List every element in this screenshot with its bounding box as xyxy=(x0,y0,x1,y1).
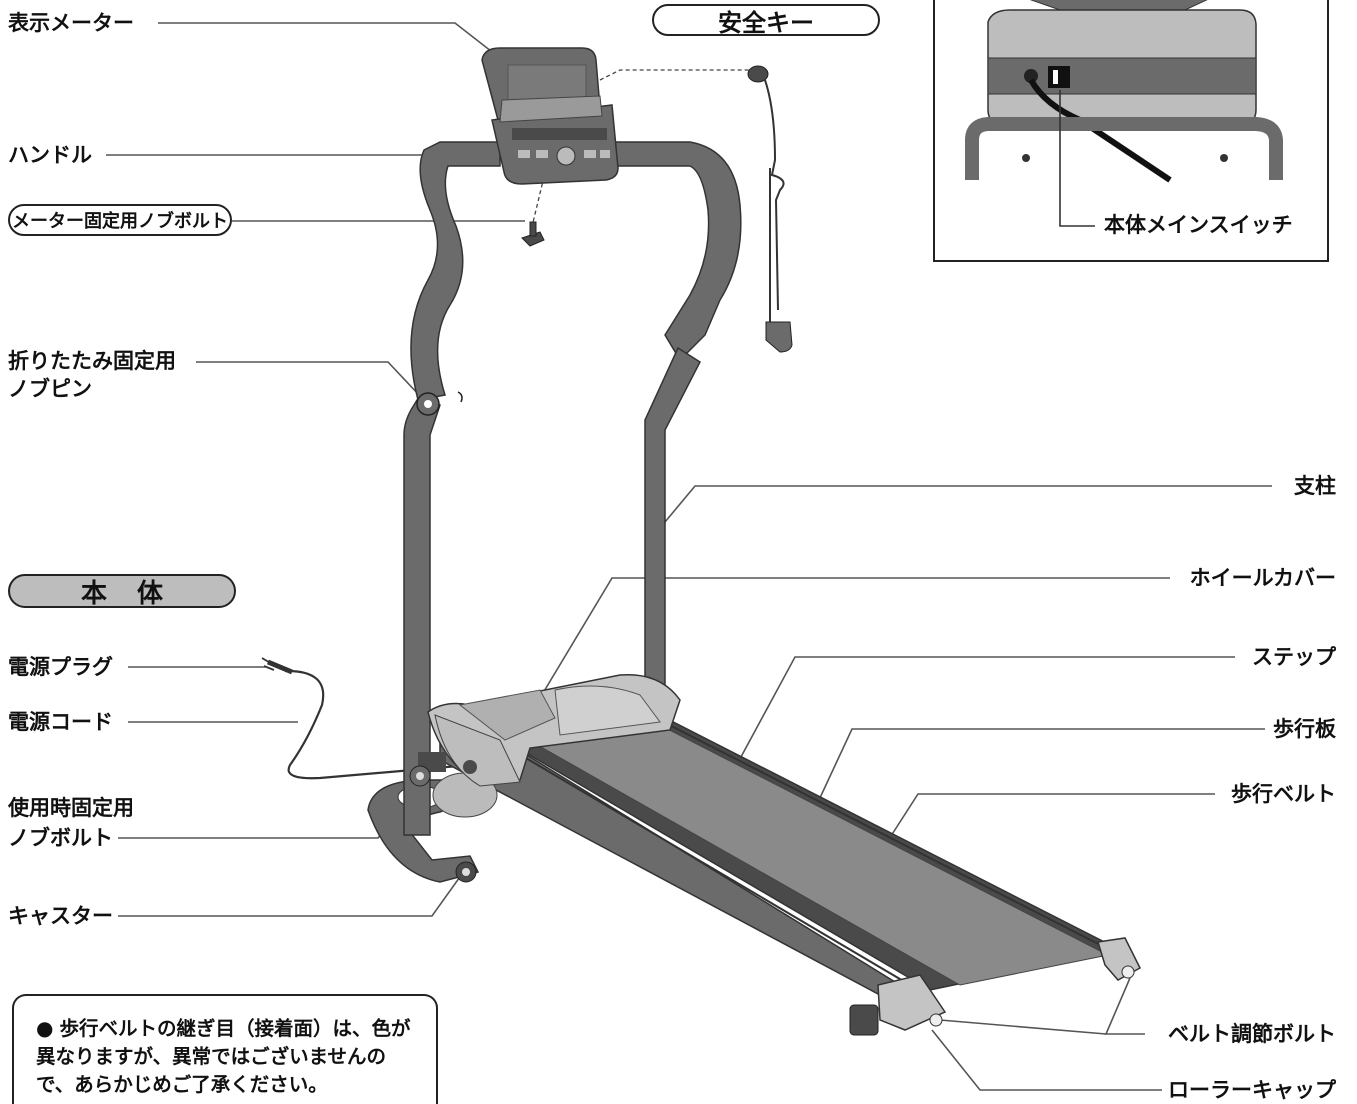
label-use-bolt-line2: ノブボルト xyxy=(8,826,113,850)
label-fold-pin-line1: 折りたたみ固定用 xyxy=(8,349,176,373)
section-main-body: 本体 xyxy=(8,574,236,609)
label-handle: ハンドル xyxy=(8,143,92,167)
label-main-switch: 本体メインスイッチ xyxy=(1104,213,1293,237)
label-use-bolt-line1: 使用時固定用 xyxy=(8,796,134,820)
belt-seam-note: ●歩行ベルトの継ぎ目（接着面）は、色が異なりますが、異常ではございませんので、あ… xyxy=(12,994,438,1104)
wheel-cover-illustration xyxy=(409,673,681,787)
label-roller-cap: ローラーキャップ xyxy=(1168,1078,1336,1102)
power-cord xyxy=(261,657,471,780)
label-power-plug: 電源プラグ xyxy=(8,655,113,679)
label-belt-adjust-bolt: ベルト調節ボルト xyxy=(1168,1022,1336,1046)
safety-key-illustration xyxy=(747,65,793,353)
inset-switch-detail xyxy=(965,0,1283,227)
leader-lines xyxy=(106,22,1272,1091)
section-main-body-text: 本体 xyxy=(80,578,193,609)
label-wheel-cover: ホイールカバー xyxy=(1189,566,1336,590)
meter-knob-bolt xyxy=(521,221,545,247)
left-upright xyxy=(403,141,501,836)
note-bullet: ● xyxy=(36,1016,54,1040)
label-meter-knob-bolt: メーター固定用ノブボルト xyxy=(8,204,232,236)
inset-frame xyxy=(933,0,1329,262)
label-walking-board: 歩行板 xyxy=(1273,717,1336,741)
section-safety-key: 安全キー xyxy=(652,4,880,37)
note-text: 歩行ベルトの継ぎ目（接着面）は、色が異なりますが、異常ではございませんので、あら… xyxy=(36,1017,411,1096)
label-power-cord: 電源コード xyxy=(8,710,113,734)
label-meter-knob-bolt-text: メーター固定用ノブボルト xyxy=(12,211,228,232)
roller-caps xyxy=(877,937,1141,1031)
label-caster: キャスター xyxy=(8,904,113,928)
label-fold-pin-line2: ノブピン xyxy=(8,377,92,401)
display-meter xyxy=(481,47,619,185)
treadmill-deck xyxy=(432,704,1123,1036)
label-display-meter: 表示メーター xyxy=(8,11,134,35)
label-step: ステップ xyxy=(1252,645,1336,669)
label-walking-belt: 歩行ベルト xyxy=(1231,782,1336,806)
label-column: 支柱 xyxy=(1294,474,1336,498)
right-upright xyxy=(599,141,742,701)
section-safety-key-text: 安全キー xyxy=(718,8,814,37)
